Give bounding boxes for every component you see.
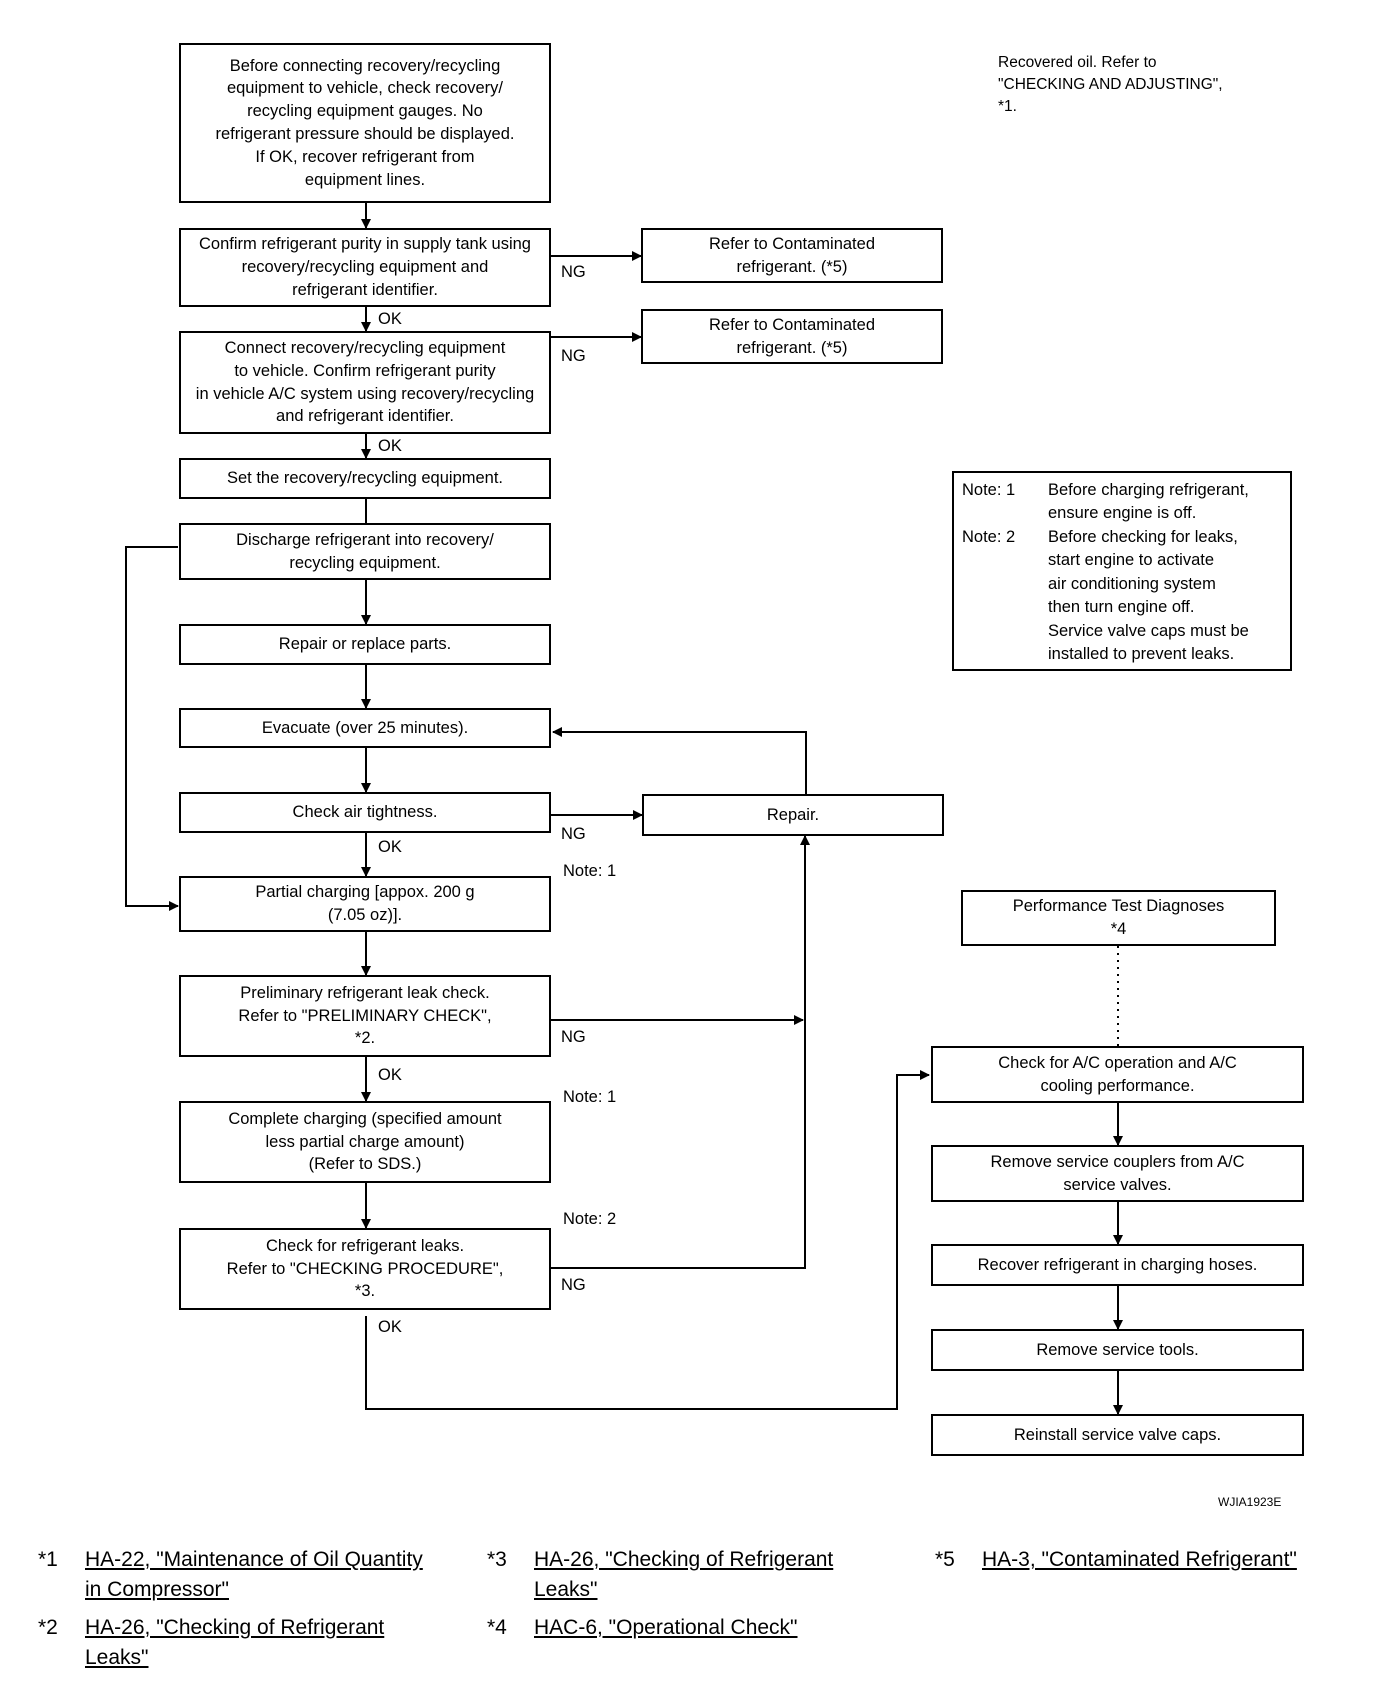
ok-label: OK	[378, 1066, 402, 1084]
note-text: then turn engine off.	[1048, 598, 1195, 617]
arrow-b12-ng	[551, 835, 810, 1269]
partial-charging-box: Partial charging [appox. 200 g (7.05 oz)…	[179, 876, 551, 932]
ng-label: NG	[561, 1028, 586, 1046]
repair-box: Repair.	[642, 794, 944, 836]
reference-mark: *5	[935, 1548, 955, 1571]
note-line: start engine to activate	[962, 549, 1282, 572]
ng-label: NG	[561, 1276, 586, 1294]
ok-label: OK	[378, 310, 402, 328]
ng-label: NG	[561, 825, 586, 843]
ng-label: NG	[561, 263, 586, 281]
ok-label: OK	[378, 1318, 402, 1336]
reference-link[interactable]: HA-26, "Checking of Refrigerant Leaks"	[85, 1616, 385, 1670]
check-air-tightness-box: Check air tightness.	[179, 792, 551, 833]
reinstall-caps-box: Reinstall service valve caps.	[931, 1414, 1304, 1456]
arrow-b12-r1	[365, 1070, 930, 1410]
evacuate-box: Evacuate (over 25 minutes).	[179, 708, 551, 748]
ok-label: OK	[378, 437, 402, 455]
contaminated-refrigerant-box-1: Refer to Contaminated refrigerant. (*5)	[641, 228, 943, 283]
note-line: Note: 2 Before checking for leaks,	[962, 526, 1282, 549]
check-gauges-box: Before connecting recovery/recycling equ…	[179, 43, 551, 203]
note-line: air conditioning system	[962, 573, 1282, 596]
reference-mark: *4	[487, 1616, 507, 1639]
notes-box: Note: 1 Before charging refrigerant, ens…	[952, 471, 1292, 671]
check-ac-operation-box: Check for A/C operation and A/C cooling …	[931, 1046, 1304, 1103]
figure-code: WJIA1923E	[1218, 1495, 1282, 1509]
preliminary-leak-check-box: Preliminary refrigerant leak check. Refe…	[179, 975, 551, 1057]
note-label: Note: 2	[962, 527, 1016, 546]
performance-test-box: Performance Test Diagnoses *4	[961, 890, 1276, 946]
complete-charging-box: Complete charging (specified amount less…	[179, 1101, 551, 1183]
note-text: ensure engine is off.	[1048, 504, 1197, 523]
note-text: air conditioning system	[1048, 574, 1216, 593]
note-text: start engine to activate	[1048, 551, 1215, 570]
contaminated-refrigerant-box-2: Refer to Contaminated refrigerant. (*5)	[641, 309, 943, 364]
note-ref-label: Note: 1	[563, 862, 617, 880]
recover-hoses-box: Recover refrigerant in charging hoses.	[931, 1244, 1304, 1286]
note-line: then turn engine off.	[962, 596, 1282, 619]
note-line: Service valve caps must be	[962, 620, 1282, 643]
note-text: Before charging refrigerant,	[1048, 481, 1249, 499]
reference-link[interactable]: HA-3, "Contaminated Refrigerant"	[982, 1548, 1297, 1571]
arrow-repair-b7	[552, 727, 807, 794]
reference-link[interactable]: HAC-6, "Operational Check"	[534, 1616, 798, 1639]
reference-link[interactable]: HA-22, "Maintenance of Oil Quantity in C…	[85, 1548, 423, 1602]
note-label: Note: 1	[962, 481, 1016, 499]
note-line: installed to prevent leaks.	[962, 643, 1282, 666]
note-line: ensure engine is off.	[962, 502, 1282, 525]
note-text: Service valve caps must be	[1048, 621, 1249, 640]
check-leaks-box: Check for refrigerant leaks. Refer to "C…	[179, 1228, 551, 1310]
discharge-refrigerant-box: Discharge refrigerant into recovery/ rec…	[179, 523, 551, 580]
note-text: Before checking for leaks,	[1048, 527, 1238, 546]
reference-mark: *2	[38, 1616, 58, 1639]
set-equipment-box: Set the recovery/recycling equipment.	[179, 458, 551, 499]
remove-tools-box: Remove service tools.	[931, 1329, 1304, 1371]
arrow-b5-b9	[125, 546, 179, 911]
confirm-vehicle-purity-box: Connect recovery/recycling equipment to …	[179, 331, 551, 434]
reference-link[interactable]: HA-26, "Checking of Refrigerant Leaks"	[534, 1548, 834, 1602]
note-text: installed to prevent leaks.	[1048, 644, 1235, 663]
confirm-supply-purity-box: Confirm refrigerant purity in supply tan…	[179, 228, 551, 307]
repair-replace-parts-box: Repair or replace parts.	[179, 624, 551, 665]
ok-label: OK	[378, 838, 402, 856]
recovered-oil-note: Recovered oil. Refer to "CHECKING AND AD…	[998, 54, 1223, 115]
reference-mark: *1	[38, 1548, 58, 1571]
ng-label: NG	[561, 347, 586, 365]
reference-mark: *3	[487, 1548, 507, 1571]
note-line: Note: 1 Before charging refrigerant,	[962, 479, 1282, 502]
note-ref-label: Note: 2	[563, 1210, 617, 1228]
note-ref-label: Note: 1	[563, 1088, 617, 1106]
remove-couplers-box: Remove service couplers from A/C service…	[931, 1145, 1304, 1202]
